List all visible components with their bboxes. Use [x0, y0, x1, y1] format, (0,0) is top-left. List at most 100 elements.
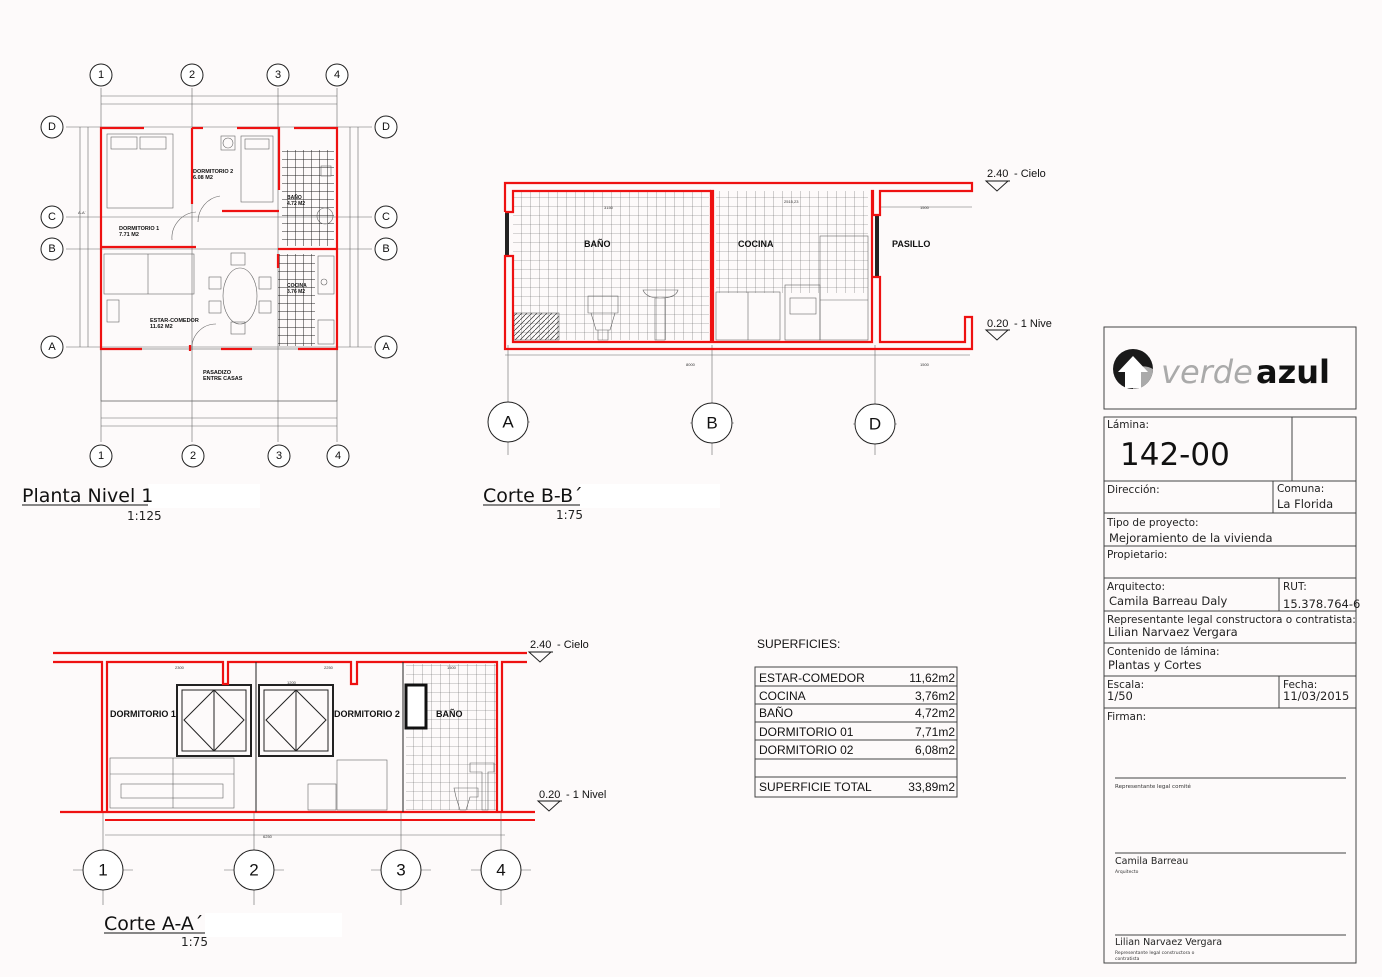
section-bb: BAÑO COCINA PASILLO 3150 2515,23 1500 80… [483, 168, 1052, 522]
contenido-value: Plantas y Cortes [1108, 658, 1202, 672]
grid-bubble-a-left: A [48, 341, 56, 353]
tipo-label: Tipo de proyecto: [1106, 517, 1199, 529]
section-aa-walls [53, 651, 535, 814]
grid-bubble-1-top: 1 [98, 69, 104, 81]
logo-text-bold: azul [1256, 353, 1330, 391]
plan-scale: 1:125 [127, 509, 162, 523]
grid-bubble-2-top: 2 [189, 69, 195, 81]
kitchen-tiles [278, 254, 315, 346]
plan-grid-bubbles: 1 2 3 4 1 2 3 4 D C B A D C B A [40, 63, 398, 468]
level-label: - 1 Nive [1014, 318, 1052, 330]
fecha-label: Fecha: [1283, 679, 1317, 691]
room-label-estar: ESTAR-COMEDOR [150, 318, 199, 324]
window-bano [505, 212, 509, 256]
grid-bubble-2-bottom: 2 [190, 450, 196, 462]
grid-bubble-4: 4 [496, 861, 505, 880]
grid-bubble-c-right: C [382, 211, 390, 223]
dim-window: 1200 [287, 680, 297, 685]
section-bb-walls [503, 181, 974, 351]
level-value: 0.20 [539, 789, 560, 801]
section-bb-fixtures [488, 206, 972, 455]
plan-grid-lines [66, 88, 372, 442]
row-name: DORMITORIO 01 [759, 725, 854, 739]
section-aa-windows [176, 683, 428, 757]
room-label-pasadizo-2: ENTRE CASAS [203, 376, 243, 382]
dim-bano: 3150 [604, 205, 614, 210]
dim-bano: 1500 [447, 665, 457, 670]
dim-total: 6250 [263, 834, 273, 839]
table-row: ESTAR-COMEDOR 11,62m2 [759, 671, 955, 685]
window-pasillo [875, 215, 879, 277]
room-label-dormitorio1: DORMITORIO 1 [119, 226, 159, 232]
total-value: 33,89m2 [908, 780, 955, 794]
level-marker-nivel-aa: 0.20 - 1 Nivel [536, 789, 606, 812]
arquitecto-label: Arquitecto: [1107, 581, 1165, 593]
room-area-bano: 4.72 M2 [287, 201, 305, 207]
grid-bubble-a-right: A [382, 341, 390, 353]
grid-bubble-4-bottom: 4 [335, 450, 341, 462]
section-aa-room-dormitorio2: DORMITORIO 2 [334, 709, 400, 719]
row-value: 4,72m2 [915, 706, 955, 720]
fecha-value: 11/03/2015 [1283, 689, 1349, 703]
title-block: verde azul Lámina: 142-00 Dirección: Com… [1103, 326, 1360, 964]
section-bb-room-pasillo: PASILLO [892, 239, 930, 249]
room-area-dormitorio1: 7.71 M2 [119, 232, 139, 238]
rut-label: RUT: [1283, 581, 1307, 593]
row-value: 3,76m2 [915, 689, 955, 703]
level-marker-nivel-bb: 0.20 - 1 Nive [984, 318, 1052, 341]
plan-title: Planta Nivel 1 [22, 485, 153, 507]
level-label: - Cielo [1014, 168, 1046, 180]
level-value: 2.40 [530, 639, 551, 651]
signature-3-role-2: contratista [1115, 956, 1140, 962]
lamina-label: Lámina: [1107, 419, 1149, 431]
plan-walls [99, 126, 339, 351]
comuna-label: Comuna: [1277, 483, 1324, 495]
dim-cocina: 2515,23 [784, 199, 799, 204]
comuna-value: La Florida [1277, 497, 1333, 511]
grid-bubble-d: D [869, 415, 881, 434]
row-name: ESTAR-COMEDOR [759, 671, 865, 685]
signature-2-role: Arquitecto [1115, 869, 1139, 875]
level-label: - 1 Nivel [566, 789, 606, 801]
section-aa-room-dormitorio1: DORMITORIO 1 [110, 709, 176, 719]
section-aa-room-bano: BAÑO [436, 709, 463, 719]
grid-bubble-b-right: B [382, 243, 389, 255]
signature-1-role: Representante legal comité [1115, 783, 1191, 790]
floor-plan: DORMITORIO 1 7.71 M2 DORMITORIO 2 6.08 M… [22, 63, 398, 523]
rut-value: 15.378.764-6 [1283, 597, 1360, 611]
row-value: 6,08m2 [915, 743, 955, 757]
grid-bubble-1: 1 [98, 861, 107, 880]
section-aa: DORMITORIO 1 DORMITORIO 2 BAÑO 2300 2250… [53, 639, 606, 949]
room-label-cocina: COCINA [287, 283, 307, 289]
table-row: DORMITORIO 01 7,71m2 [759, 725, 955, 739]
lamina-value: 142-00 [1120, 437, 1230, 473]
grid-bubble-3: 3 [396, 861, 405, 880]
room-area-dormitorio2: 6.08 M2 [193, 175, 213, 181]
propietario-label: Propietario: [1107, 549, 1167, 561]
room-label-dormitorio2: DORMITORIO 2 [193, 169, 233, 175]
row-name: BAÑO [759, 706, 793, 720]
grid-bubble-3-bottom: 3 [276, 450, 282, 462]
section-bb-scale: 1:75 [556, 508, 583, 522]
dim-pasillo-bottom: 1500 [920, 362, 930, 367]
grid-bubble-4-top: 4 [334, 69, 340, 81]
room-label-bano: BAÑO [287, 194, 302, 201]
dim-dormitorio1: 2300 [175, 665, 185, 670]
representante-label: Representante legal constructora o contr… [1107, 614, 1356, 626]
level-value: 0.20 [987, 318, 1008, 330]
grid-bubble-b: B [706, 414, 717, 433]
logo-text-light: verde [1161, 353, 1253, 391]
row-name: DORMITORIO 02 [759, 743, 854, 757]
row-value: 7,71m2 [915, 725, 955, 739]
level-value: 2.40 [987, 168, 1008, 180]
total-label: SUPERFICIE TOTAL [759, 780, 872, 794]
level-marker-cielo-bb: 2.40 - Cielo [984, 168, 1046, 192]
dim-dormitorio2: 2250 [324, 665, 334, 670]
row-value: 11,62m2 [909, 671, 955, 685]
logo: verde azul [1113, 349, 1330, 391]
room-label-pasadizo: PASADIZO [203, 370, 232, 376]
signature-3-role: Representante legal constructora o [1115, 950, 1195, 956]
